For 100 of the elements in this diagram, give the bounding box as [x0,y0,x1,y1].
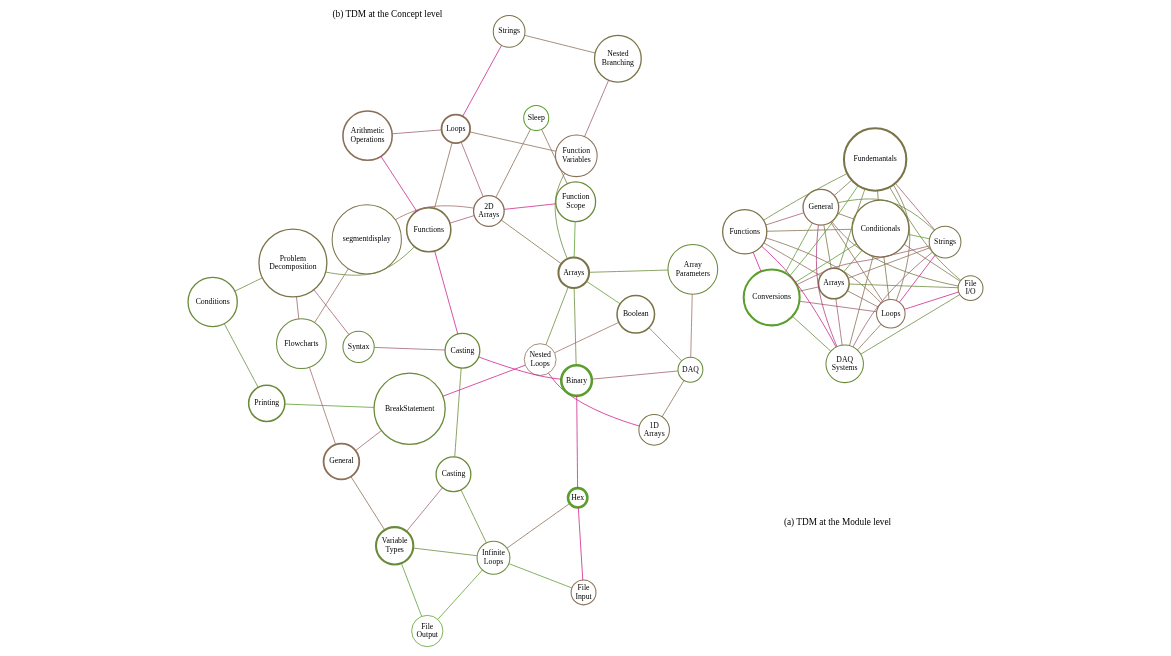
connector [584,79,610,137]
connector [380,156,418,212]
connector [908,234,930,240]
node-circle: Hex [566,486,589,509]
connector [469,131,557,152]
connector [899,254,936,303]
connector [833,179,853,196]
connector [434,142,453,209]
connector [784,222,813,274]
node-circle: Strings [492,15,526,48]
connector [449,215,475,224]
connector [648,327,683,362]
connector [830,221,884,303]
node-circle: Fundemantals [842,127,908,192]
connector [541,129,568,184]
connector [796,245,930,286]
connector [816,224,838,348]
connector [877,190,879,201]
connector [766,228,853,232]
connector [325,246,415,276]
label: (a) TDM at the Module level [783,516,892,527]
connector [893,184,911,301]
node-circle: Array Parameters [667,243,719,295]
node-circle: Conditions [187,276,238,328]
connector [837,198,935,231]
connector [752,251,762,272]
connector [831,221,959,287]
connector [478,356,562,380]
node-circle: Function Scope [555,181,597,223]
connector [835,298,843,346]
node-circle: General [802,188,840,226]
connector [495,128,531,198]
connector [761,245,837,348]
connector [554,322,620,354]
node-circle: 2D Arrays [472,195,505,227]
connector [763,242,821,277]
node-circle: Function Variables [554,134,598,178]
connector [524,34,596,54]
connector [406,487,443,532]
node-circle: segmentdisplay [331,204,402,275]
connector [765,212,805,226]
node-circle: Infinite Loops [476,540,511,575]
connector [894,183,936,231]
node-circle: Nested Loops [523,343,557,376]
connector [234,277,263,292]
connector [823,224,832,269]
node-circle: Strings [928,225,962,259]
connector [350,476,386,531]
connector [296,296,300,320]
connector [904,291,960,310]
connector [903,243,961,282]
connector [848,283,959,289]
connector [373,347,446,351]
node-circle: Binary [560,364,594,398]
connector [545,286,569,346]
connector [799,300,878,313]
connector [460,141,484,198]
connector [503,203,557,210]
node-circle: File Output [411,615,444,648]
node-circle: Problem Decomposition [258,228,328,298]
node-circle: Casting [435,456,472,493]
node-circle: DAQ Systems [825,344,864,384]
node-circle: Arrays [557,256,591,290]
connector [573,287,577,366]
connector [462,45,502,117]
connector [355,430,382,451]
node-circle: BreakStatement [373,372,446,445]
connector [573,221,576,258]
node-circle: DAQ [677,356,704,383]
connector [314,268,349,323]
connector [586,280,621,305]
node-circle: Syntax [342,330,375,363]
connector [843,250,863,273]
connector [661,380,685,418]
node-circle: Casting [444,332,481,369]
connector [506,503,571,549]
connector [223,323,259,388]
connector [852,251,933,348]
connector [837,212,854,220]
label: (b) TDM at the Concept level [332,8,443,19]
connector [765,237,882,304]
connector [442,364,526,397]
connector [391,129,442,135]
connector [860,294,961,355]
node-circle: Loops [440,113,471,144]
connector [847,290,879,308]
connector [576,395,578,489]
node-circle: Boolean [616,294,656,334]
connector [412,547,478,557]
connector [395,205,475,221]
node-circle: Variable Types [374,526,415,566]
connector [313,289,350,335]
connector [690,293,693,358]
connector [798,286,820,292]
connector [309,366,337,445]
connector [857,323,882,351]
connector [500,219,562,265]
connector [460,489,487,544]
connector [838,188,866,270]
connector [437,569,483,620]
